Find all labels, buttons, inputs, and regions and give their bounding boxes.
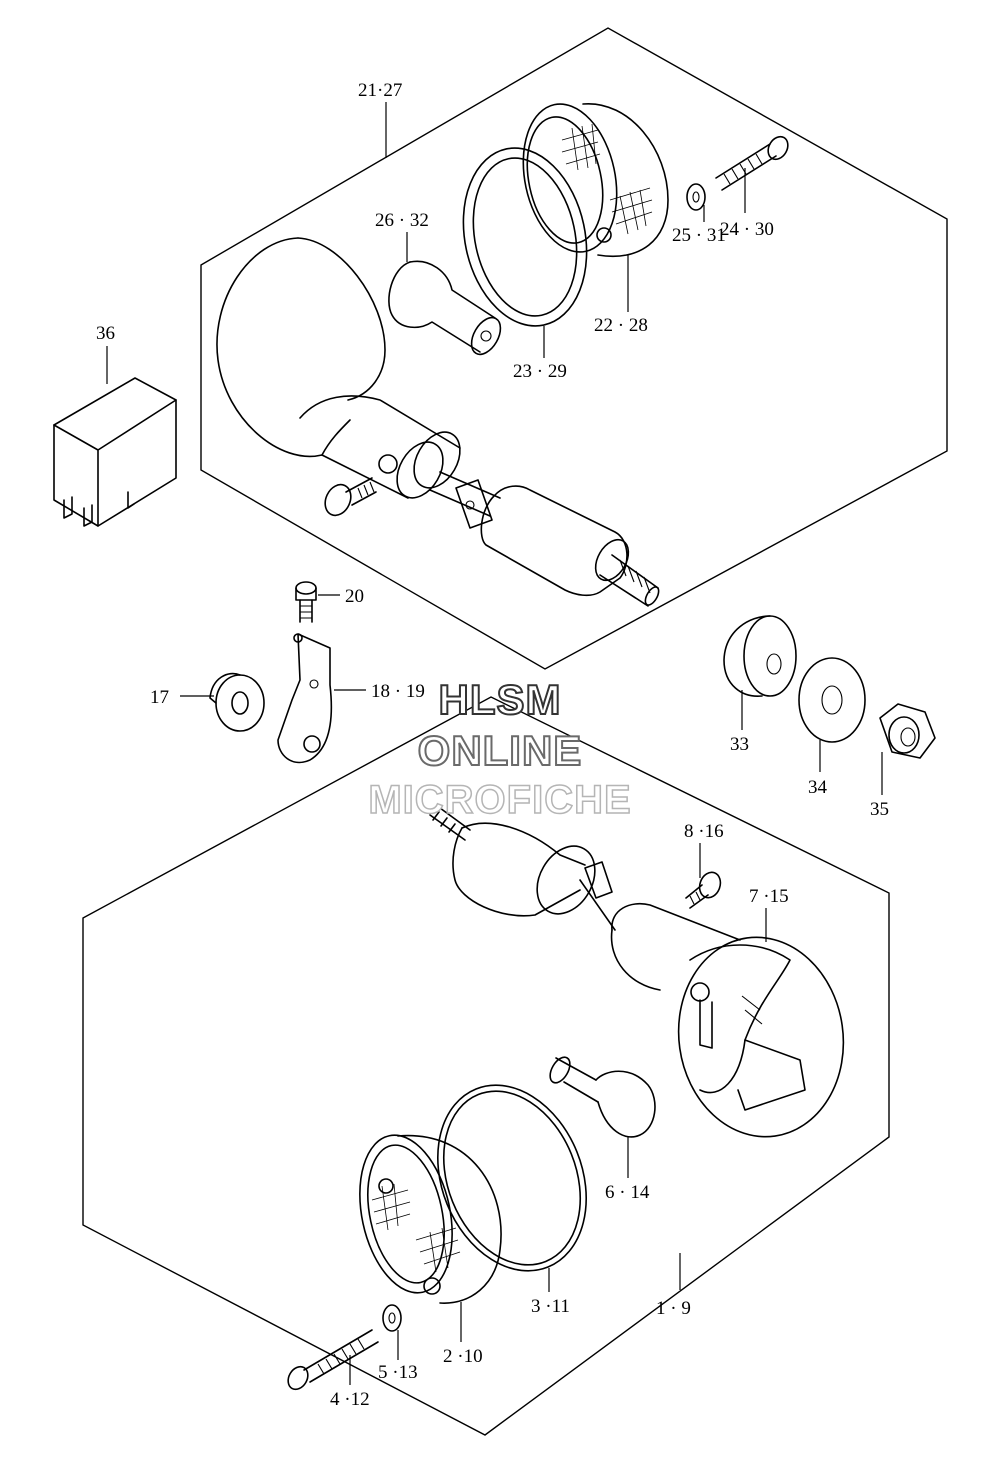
- callout-8-16: 8 ·16: [684, 821, 724, 842]
- callout-20: 20: [345, 586, 364, 607]
- callout-33: 33: [730, 734, 749, 755]
- upper-assembly-outline: [200, 27, 948, 670]
- upper-housing-part: [216, 237, 660, 607]
- bracket-bolt-part: [295, 581, 317, 623]
- lower-gasket-part: [436, 1084, 588, 1272]
- leader-lines: [106, 102, 883, 1385]
- cushion-17-part: [209, 672, 265, 732]
- lower-bulb-part: [549, 1056, 656, 1138]
- bracket-part: [277, 633, 333, 764]
- lower-housing-screw: [685, 871, 722, 909]
- callout-23-29: 23 · 29: [513, 361, 567, 382]
- callout-24-30: 24 · 30: [720, 219, 774, 240]
- callout-22-28: 22 · 28: [594, 315, 648, 336]
- upper-lens-screw: [715, 135, 789, 191]
- relay-part: [53, 377, 177, 527]
- lower-washer-hole: [388, 1312, 396, 1324]
- callout-36: 36: [96, 323, 115, 344]
- callout-18-19: 18 · 19: [371, 681, 425, 702]
- upper-washer-part: [686, 183, 706, 211]
- upper-bulb-part: [388, 260, 502, 356]
- callout-6-14: 6 · 14: [605, 1182, 650, 1203]
- callout-21-27: 21·27: [358, 80, 402, 101]
- grommet-33-part: [723, 615, 797, 697]
- callout-25-31: 25 · 31: [672, 225, 726, 246]
- callout-5-13: 5 ·13: [378, 1362, 418, 1383]
- callout-17: 17: [150, 687, 169, 708]
- upper-housing-screw: [324, 477, 377, 517]
- washer-34-part: [798, 657, 866, 743]
- lower-lens-part: [359, 1134, 502, 1304]
- callout-26-32: 26 · 32: [375, 210, 429, 231]
- callout-7-15: 7 ·15: [749, 886, 789, 907]
- callout-4-12: 4 ·12: [330, 1389, 370, 1410]
- callout-1-9: 1 · 9: [656, 1298, 691, 1319]
- callout-35: 35: [870, 799, 889, 820]
- lower-lens-screw: [287, 1329, 379, 1391]
- nut-35-part: [879, 703, 936, 759]
- callout-2-10: 2 ·10: [443, 1346, 483, 1367]
- upper-washer-hole: [692, 191, 700, 203]
- callout-34: 34: [808, 777, 828, 798]
- upper-lens-part: [522, 103, 669, 257]
- callout-3-11: 3 ·11: [531, 1296, 570, 1317]
- lower-washer-part: [382, 1304, 402, 1332]
- lower-assembly-outline: [82, 696, 890, 1436]
- upper-gasket-part: [462, 147, 588, 327]
- lower-housing-part: [429, 807, 845, 1138]
